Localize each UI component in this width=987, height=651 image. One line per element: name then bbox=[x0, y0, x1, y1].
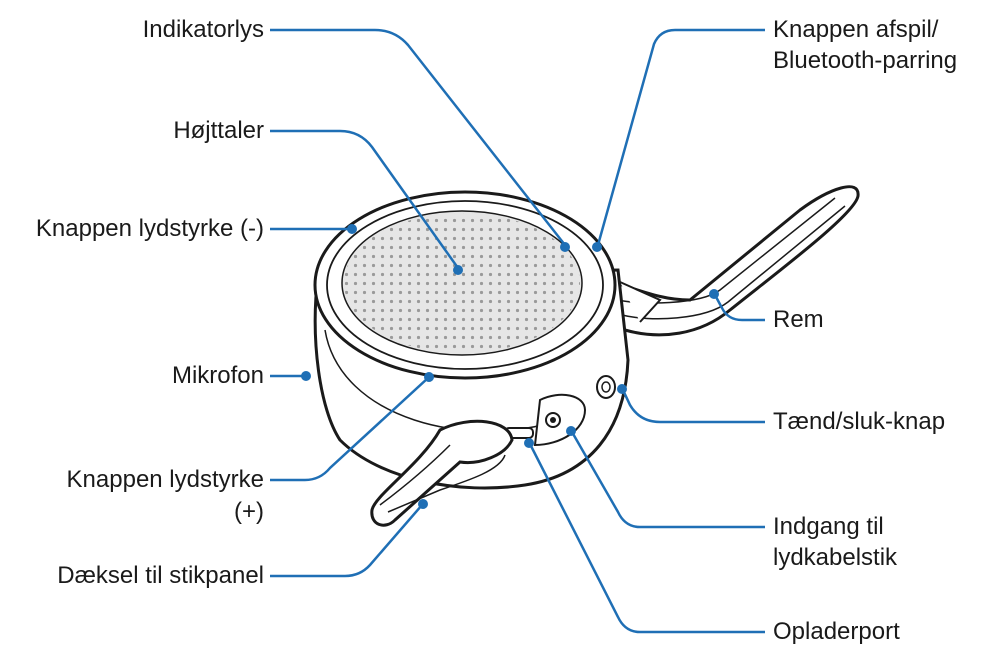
label-opladerport: Opladerport bbox=[773, 618, 900, 645]
label-lydstyrke-minus: Knappen lydstyrke (-) bbox=[35, 215, 264, 242]
leader-lines bbox=[270, 28, 765, 634]
label-indgang-line2: lydkabelstik bbox=[773, 544, 898, 571]
label-indgang-line1: Indgang til bbox=[773, 513, 884, 540]
label-daeksel: Dæksel til stikpanel bbox=[57, 562, 264, 589]
label-taend-sluk: Tænd/sluk-knap bbox=[773, 408, 946, 435]
strap bbox=[597, 185, 860, 337]
callout-dots bbox=[301, 224, 719, 509]
label-afspil-line1: Knappen afspil/ bbox=[773, 16, 939, 43]
label-mikrofon: Mikrofon bbox=[171, 362, 264, 389]
label-hojttaler: Højttaler bbox=[173, 117, 264, 144]
label-afspil-line2: Bluetooth-parring bbox=[773, 47, 958, 74]
port-cover bbox=[370, 419, 514, 527]
speaker-body bbox=[313, 190, 630, 490]
label-rem: Rem bbox=[773, 306, 824, 333]
label-lydstyrke-plus-line2: (+) bbox=[234, 498, 264, 525]
label-indikatorlys: Indikatorlys bbox=[142, 16, 264, 43]
label-lydstyrke-plus-line1: Knappen lydstyrke bbox=[66, 466, 264, 493]
